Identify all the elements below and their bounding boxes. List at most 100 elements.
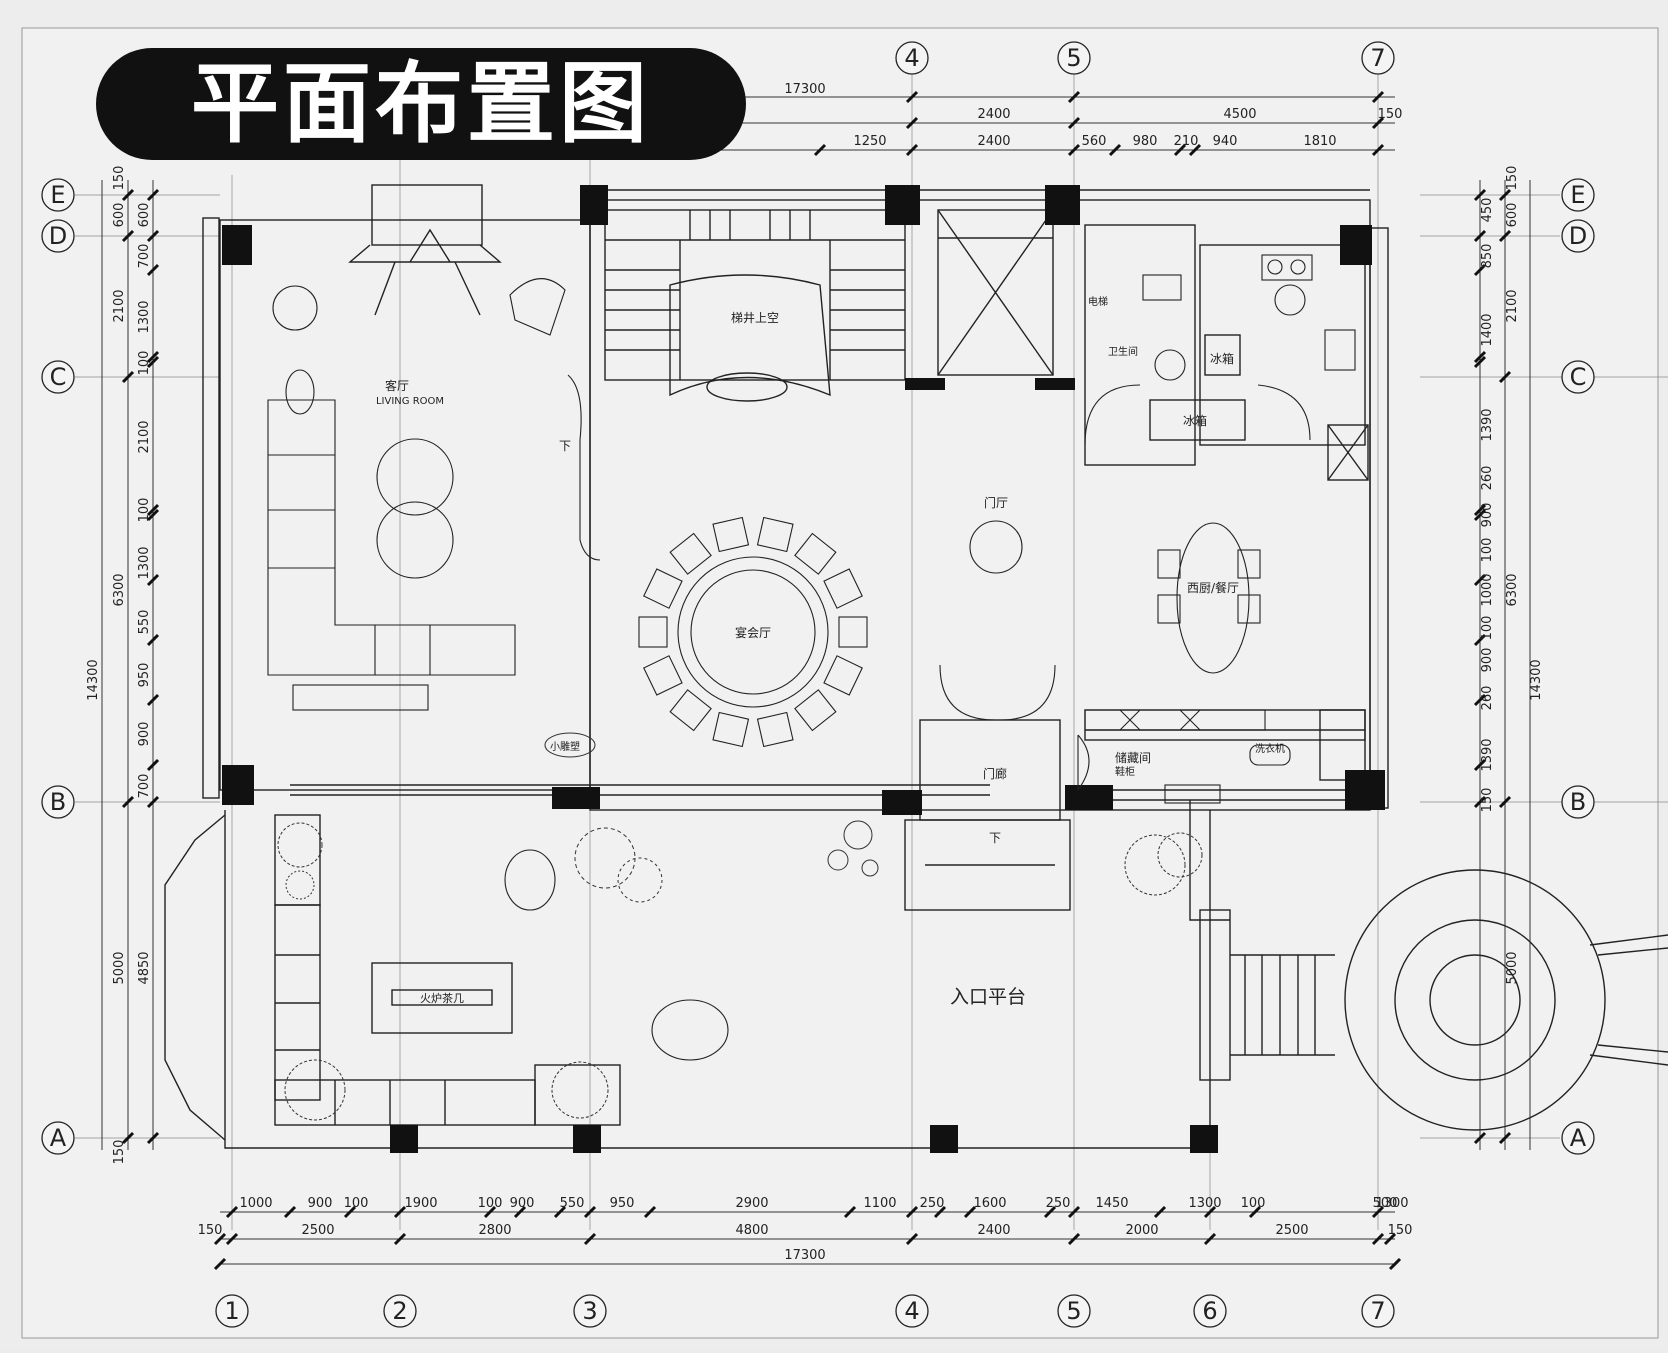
dim-top-fine-1: 1250 [853, 134, 886, 149]
axis-bubble-bottom-1: 1 [215, 1294, 249, 1328]
dim-bottom-fine-10: 250 [920, 1196, 945, 1211]
tick-mid-3 [1067, 116, 1081, 130]
dining-chair [838, 616, 868, 648]
tick-lf-11 [146, 795, 160, 809]
label-down-2: 下 [989, 831, 1001, 845]
tick-lf-12 [146, 1131, 160, 1145]
dim-bottom-fine-9: 1100 [863, 1196, 896, 1211]
tick-lf-7 [146, 573, 160, 587]
tick-bm-5 [1067, 1232, 1081, 1246]
dining-chair [643, 655, 683, 696]
tick-r-2 [1498, 370, 1512, 384]
axis-bubble-left-B-text: B [50, 788, 66, 816]
axis-bubble-left-B: B [41, 785, 75, 819]
axis-bubble-left-C: C [41, 360, 75, 394]
dim-top-fine-3: 560 [1082, 134, 1107, 149]
tick-lf-9 [146, 693, 160, 707]
dim-bottom-fine-1: 900 [308, 1196, 333, 1211]
axis-bubble-bottom-3: 3 [573, 1294, 607, 1328]
axis-bubble-top-4-text: 4 [904, 44, 919, 72]
tick-rf-6 [1473, 508, 1487, 522]
axis-bubble-bottom-6: 6 [1193, 1294, 1227, 1328]
label-fire-table: 火炉茶几 [420, 992, 464, 1005]
dim-bottom-fine-17: 500 [1373, 1196, 1398, 1211]
dining-chair [712, 516, 750, 553]
tick-lf-6 [146, 508, 160, 522]
axis-bubble-left-A-text: A [50, 1124, 67, 1152]
tick-l-0 [121, 188, 135, 202]
dining-chair [638, 616, 668, 648]
tick-fine-4 [905, 143, 919, 157]
label-fridge-1: 冰箱 [1210, 351, 1234, 366]
axis-bubble-bottom-5-text: 5 [1066, 1297, 1081, 1325]
tick-bm-2 [393, 1232, 407, 1246]
dining-chair [643, 568, 683, 609]
dim-bottom-total: 17300 [784, 1248, 825, 1263]
dim-left-fine-8: 950 [137, 663, 152, 688]
label-reception: 宴会厅 [735, 625, 771, 640]
tick-rf-3 [1473, 350, 1487, 364]
tick-rf-4 [1473, 355, 1487, 369]
axis-bubble-bottom-2-text: 2 [392, 1297, 407, 1325]
tick-bf-0 [225, 1205, 239, 1219]
label-fridge-2: 冰箱 [1183, 413, 1207, 428]
dim-bottom-mid-1: 2500 [301, 1223, 334, 1238]
dim-left-mid-3: 6300 [112, 573, 127, 606]
dim-left-fine-9: 900 [137, 722, 152, 747]
axis-bubble-right-E-text: E [1570, 181, 1585, 209]
tick-bf-5 [513, 1205, 527, 1219]
dim-left-fine-10: 700 [137, 774, 152, 799]
dim-bottom-mid-0: 150 [198, 1223, 223, 1238]
dim-left-fine-2: 1300 [137, 300, 152, 333]
axis-bubble-right-A: A [1561, 1121, 1595, 1155]
axis-bubble-right-B: B [1561, 785, 1595, 819]
axis-bubble-left-A: A [41, 1121, 75, 1155]
dim-bottom-fine-0: 1000 [239, 1196, 272, 1211]
axis-bubble-top-7-text: 7 [1370, 44, 1385, 72]
tick-bf-8 [643, 1205, 657, 1219]
dim-right-fine-2: 1400 [1480, 313, 1495, 346]
label-storage: 储藏间 [1115, 750, 1151, 765]
tick-bf-6 [553, 1205, 567, 1219]
tick-bm-8 [1383, 1232, 1397, 1246]
dim-bottom-fine-4: 100 [478, 1196, 503, 1211]
dim-bottom-fine-7: 950 [610, 1196, 635, 1211]
dim-bottom-fine-6: 550 [560, 1196, 585, 1211]
dim-bottom-fine-11: 1600 [973, 1196, 1006, 1211]
dim-right-mid-4: 5000 [1505, 951, 1520, 984]
dining-chair [794, 689, 837, 732]
dining-chairs [638, 516, 868, 748]
room-labels: 客厅 LIVING ROOM 梯井上空 电梯 卫生间 冰箱 冰箱 门厅 宴会厅 … [376, 295, 1285, 1008]
dim-right-fine-6: 100 [1480, 538, 1495, 563]
axis-bubble-bottom-4-text: 4 [904, 1297, 919, 1325]
axis-bubble-top-5: 5 [1057, 41, 1091, 75]
tick-bm-1 [225, 1232, 239, 1246]
axis-bubble-top-7: 7 [1361, 41, 1395, 75]
dim-top-fine-6: 940 [1213, 134, 1238, 149]
axis-bubble-bottom-7-text: 7 [1370, 1297, 1385, 1325]
dim-right-fine-8: 100 [1480, 616, 1495, 641]
tick-rf-11 [1473, 795, 1487, 809]
tick-r-0 [1498, 188, 1512, 202]
dim-bottom-fine-2: 100 [344, 1196, 369, 1211]
dim-top-fine-2: 2400 [977, 134, 1010, 149]
tick-fine-7 [1173, 143, 1187, 157]
axis-bubble-top-5-text: 5 [1066, 44, 1081, 72]
dim-right-fine-0: 450 [1480, 198, 1495, 223]
dim-left-mid-4: 5000 [112, 951, 127, 984]
tick-l-1 [121, 229, 135, 243]
dining-chair [794, 532, 837, 575]
tick-r-4 [1498, 1131, 1512, 1145]
dim-right-fine-11: 1390 [1480, 738, 1495, 771]
dining-chair [669, 689, 712, 732]
dim-right-mid-0: 150 [1505, 166, 1520, 191]
tick-lf-1 [146, 229, 160, 243]
tick-rf-0 [1473, 188, 1487, 202]
tick-bt-0 [213, 1257, 227, 1271]
dim-left-mid-1: 600 [112, 203, 127, 228]
dim-left-total: 14300 [86, 659, 101, 700]
tick-bf-10 [905, 1205, 919, 1219]
